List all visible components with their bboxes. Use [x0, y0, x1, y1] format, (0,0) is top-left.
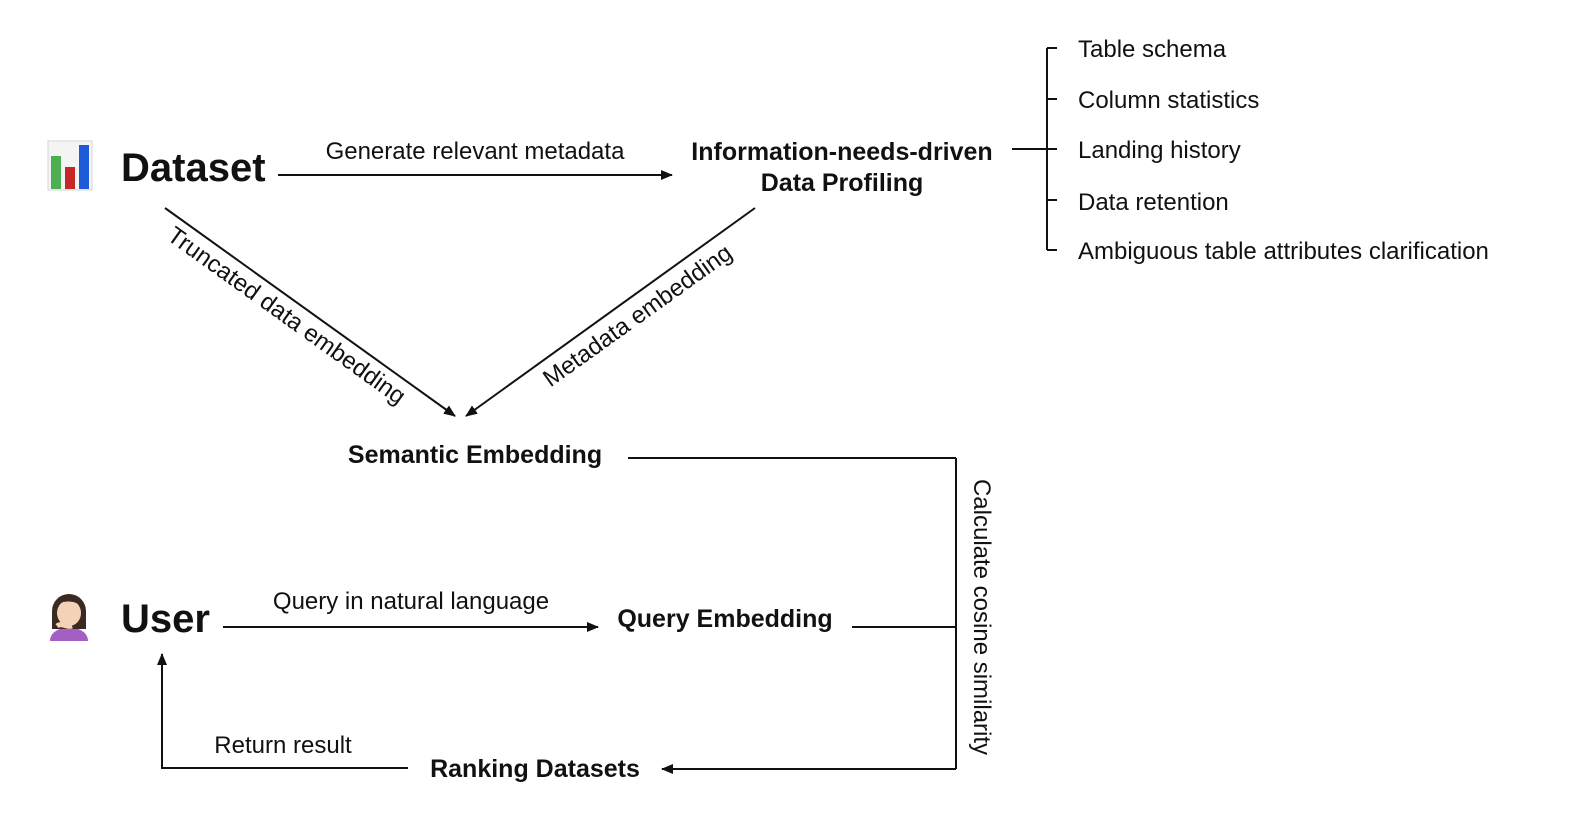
query-embedding-node: Query Embedding — [617, 605, 832, 633]
query-natural-language-label: Query in natural language — [273, 588, 549, 615]
profiling-item-landing-history: Landing history — [1078, 137, 1241, 164]
user-node: User — [121, 597, 210, 641]
person-icon — [50, 594, 88, 641]
profiling-node-line2: Data Profiling — [761, 169, 924, 197]
metadata-embedding-label: Metadata embedding — [538, 239, 737, 392]
semantic-embedding-node: Semantic Embedding — [348, 441, 602, 469]
bar-chart-icon — [47, 140, 93, 191]
profiling-item-table-schema: Table schema — [1078, 36, 1227, 63]
return-result-arrow — [157, 653, 408, 769]
return-result-label: Return result — [214, 732, 352, 759]
dataset-node: Dataset — [121, 146, 266, 190]
truncated-data-arrow — [164, 207, 456, 417]
ranking-datasets-node: Ranking Datasets — [430, 755, 640, 783]
profiling-item-column-statistics: Column statistics — [1078, 87, 1259, 114]
metadata-embedding-arrow — [465, 207, 756, 417]
profiling-item-data-retention: Data retention — [1078, 189, 1229, 216]
truncated-data-embedding-label: Truncated data embedding — [162, 222, 410, 410]
profiling-node-line1: Information-needs-driven — [691, 138, 992, 166]
cosine-similarity-label: Calculate cosine similarity — [968, 479, 995, 755]
generate-metadata-label: Generate relevant metadata — [326, 138, 626, 165]
profiling-item-ambiguous-attributes: Ambiguous table attributes clarification — [1078, 238, 1489, 265]
profiling-items-bracket — [1012, 47, 1057, 251]
